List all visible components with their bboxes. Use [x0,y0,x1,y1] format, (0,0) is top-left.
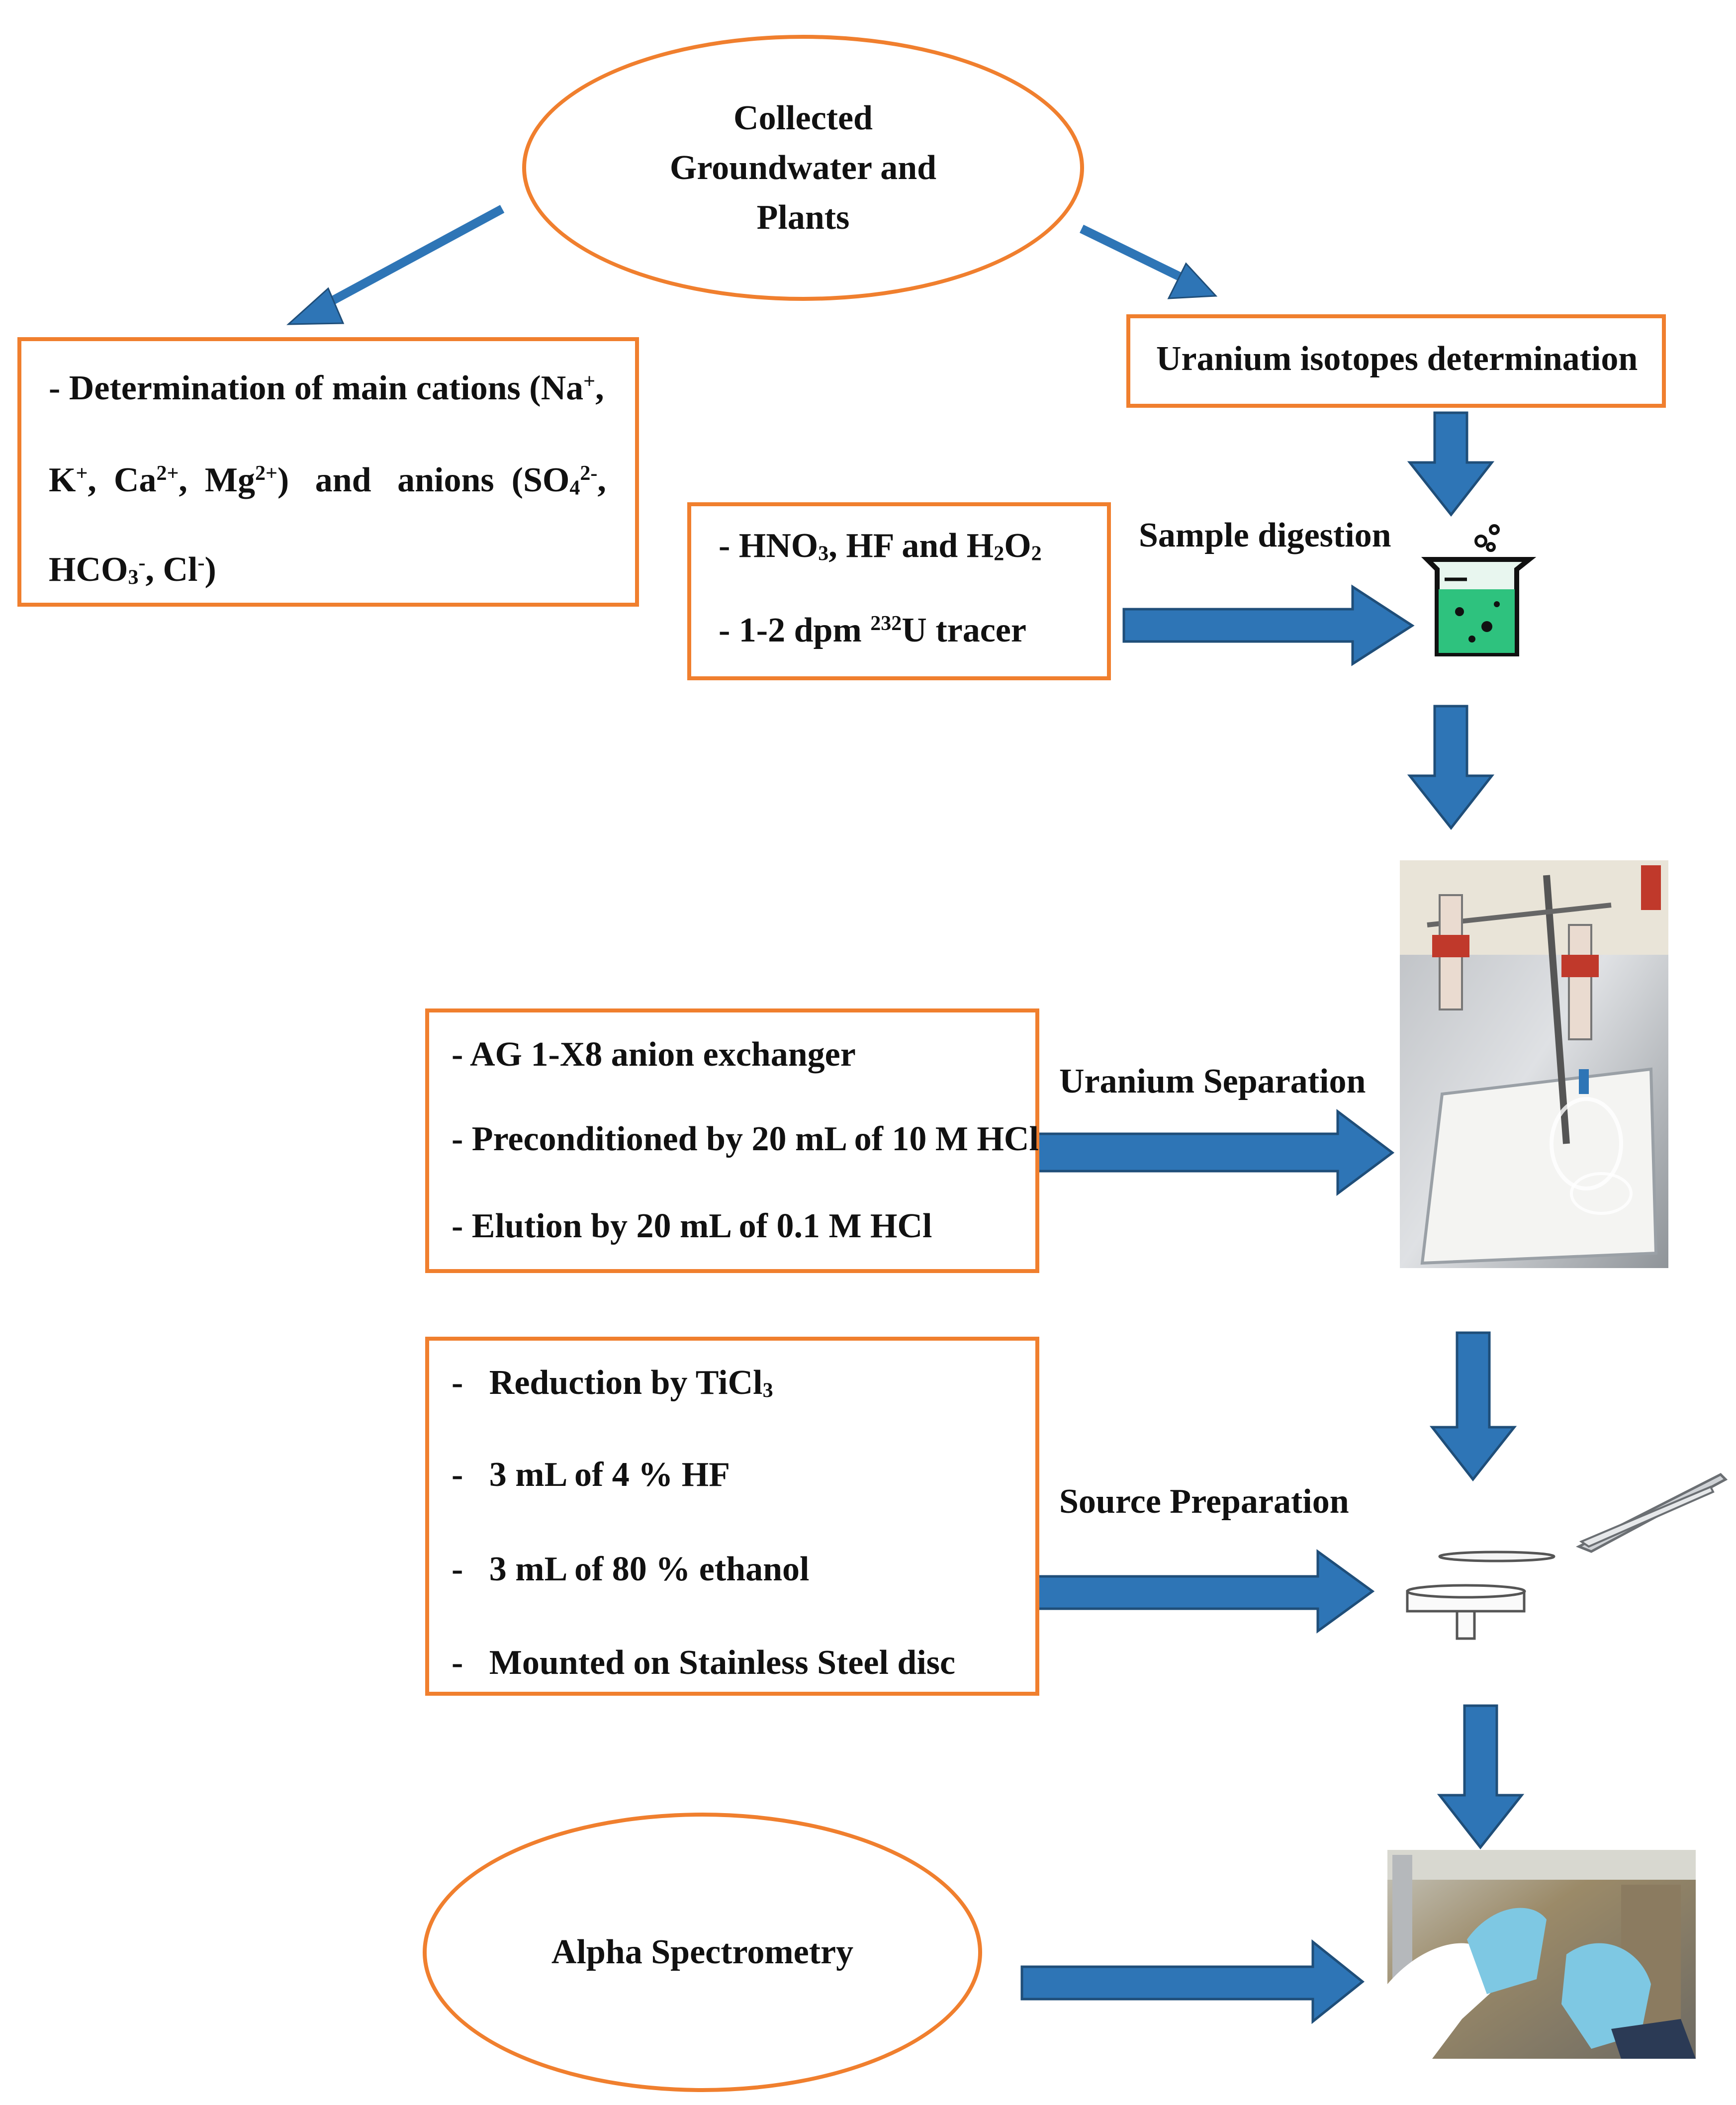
na-charge: + [583,369,596,393]
alpha-spectrometer-photo [1387,1850,1696,2059]
arrow-to-uranium [1080,224,1218,299]
k-charge: + [76,461,88,485]
so4-subscript: 4 [569,476,580,500]
hno3-subscript: 3 [818,542,829,565]
cl-charge: - [197,551,205,574]
ticl3-subscript: 3 [762,1379,773,1402]
hf-h-text: , HF and H [828,527,994,565]
disc-and-tweezers-icon [1406,1472,1728,1640]
ca-charge: 2+ [156,461,179,485]
collected-line-3: Plants [756,198,850,237]
hno-text: - HNO [719,527,819,565]
k-text: K [49,461,76,499]
cl-text: , Cl [145,550,198,589]
anions-comma: , [597,461,606,499]
separation-conditions-box: - AG 1-X8 anion exchanger - Precondition… [425,1008,1039,1273]
beaker-icon [1421,524,1537,656]
hco3-line: HCO3-, Cl-) [49,550,216,590]
ions-line: K+, Ca2+, Mg2+) and anions (SO42-, [49,460,606,500]
arrow-resin-to-separation [1033,1108,1395,1196]
source-item-1: - Reduction by TiCl3 [452,1363,773,1403]
separation-item-1: - AG 1-X8 anion exchanger [452,1035,856,1074]
collected-samples-oval: Collected Groundwater and Plants [522,35,1084,301]
mg-text: , Mg [179,461,255,499]
uranium-isotopes-title: Uranium isotopes determination [1156,340,1638,378]
h2-subscript: 2 [994,542,1005,565]
tracer-line: - 1-2 dpm 232U tracer [719,611,1026,650]
o2-subscript: 2 [1031,542,1042,565]
hco-text: HCO [49,550,128,589]
separation-item-3: - Elution by 20 mL of 0.1 M HCl [452,1207,932,1245]
source-preparation-box: - Reduction by TiCl3 - 3 mL of 4 % HF - … [425,1337,1039,1696]
source-item-4: - Mounted on Stainless Steel disc [452,1644,956,1682]
collected-line-2: Groundwater and [669,148,937,187]
uranium-isotopes-box: Uranium isotopes determination [1126,314,1666,408]
arrow-separation-to-source [1429,1331,1517,1482]
separation-item-2: - Preconditioned by 20 mL of 10 M HCl [452,1120,1039,1158]
digestion-reagents-box: - HNO3, HF and H2O2 - 1-2 dpm 232U trace… [687,502,1111,680]
o-text: O [1004,527,1031,565]
arrow-uranium-to-digestion [1407,411,1495,517]
cations-text: - Determination of main cations (Na [49,369,584,407]
collected-line-1: Collected [733,98,873,137]
source-preparation-label: Source Preparation [1059,1482,1349,1521]
dpm-text: - 1-2 dpm [719,611,871,649]
arrow-source-to-spectrometry [1437,1704,1525,1850]
arrow-steps-to-source [1033,1549,1375,1634]
tracer-text: U tracer [902,611,1026,649]
arrow-spectrometry-to-lab [1020,1939,1365,2024]
arrow-digestion-to-separation [1407,705,1495,830]
alpha-spectrometry-oval: Alpha Spectrometry [423,1813,982,2092]
anions-text: ) and anions (SO [277,461,570,499]
cations-line: - Determination of main cations (Na+, [49,368,604,408]
ca-text: , Ca [88,461,157,499]
hco3-charge: - [138,551,146,574]
source-item-3: - 3 mL of 80 % ethanol [452,1550,810,1588]
main-ions-box: - Determination of main cations (Na+, K+… [17,337,639,607]
uranium-separation-label: Uranium Separation [1059,1062,1366,1100]
mg-charge: 2+ [255,461,277,485]
reduction-text: - Reduction by TiCl [452,1364,763,1402]
so4-charge: 2- [580,461,598,485]
acids-line: - HNO3, HF and H2O2 [719,526,1042,566]
arrow-to-cations [286,205,505,325]
close-paren: ) [204,550,216,589]
source-item-2: - 3 mL of 4 % HF [452,1456,730,1494]
u232-mass-number: 232 [870,612,902,635]
hco3-subscript: 3 [128,566,139,589]
cations-comma: , [595,369,604,407]
separation-photo [1400,860,1668,1268]
sample-digestion-label: Sample digestion [1139,516,1391,554]
alpha-spectrometry-text: Alpha Spectrometry [551,1933,854,1971]
arrow-reagents-to-digestion [1122,584,1415,666]
